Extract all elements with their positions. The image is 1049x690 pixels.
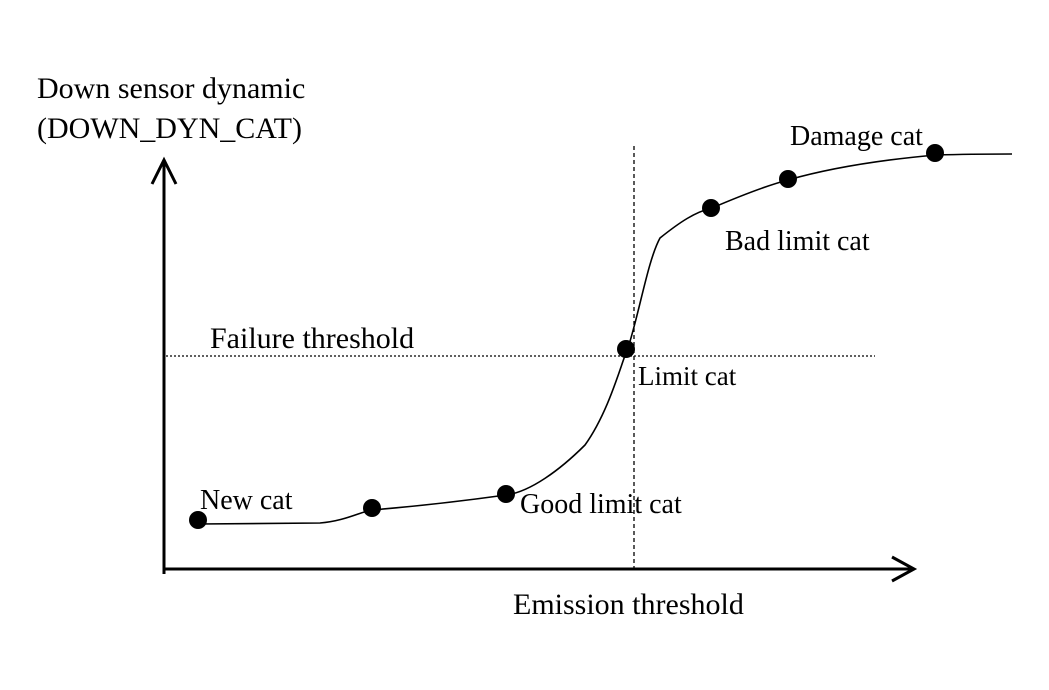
point-6 [779,170,797,188]
x-axis-title: Emission threshold [513,588,744,621]
label-good-limit-cat: Good limit cat [520,489,682,520]
label-bad-limit-cat: Bad limit cat [725,226,870,257]
degradation-curve [197,153,1013,525]
label-new-cat: New cat [200,485,293,516]
point-new-cat [189,511,207,529]
failure-threshold-label: Failure threshold [210,322,414,355]
label-limit-cat: Limit cat [638,361,737,391]
y-axis-title-line1: Down sensor dynamic [37,72,305,105]
point-damage-cat [926,144,944,162]
point-good-limit-cat [497,485,515,503]
x-axis-arrowhead [891,555,918,583]
y-axis-title-line2: (DOWN_DYN_CAT) [37,112,302,145]
y-axis-arrowhead [150,156,178,185]
label-damage-cat: Damage cat [790,121,923,152]
point-bad-limit-cat [702,199,720,217]
point-limit-cat [617,340,635,358]
point-mid-cat [363,499,381,517]
